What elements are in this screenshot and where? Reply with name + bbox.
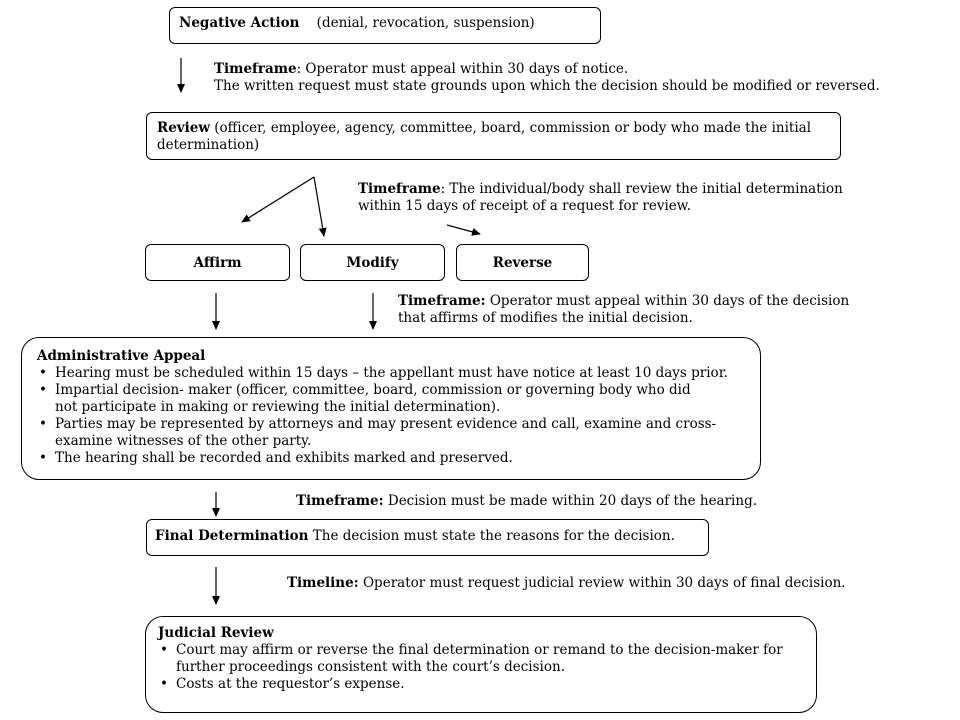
modify-box: Modify <box>300 244 445 281</box>
appeal-bullet: Parties may be represented by attorneys … <box>37 416 747 450</box>
judicial-bullet: Court may affirm or reverse the final de… <box>158 642 808 676</box>
timeline-5: Timeline: Operator must request judicial… <box>287 575 846 592</box>
final-determination-box: Final Determination The decision must st… <box>146 519 709 556</box>
administrative-appeal-box: Administrative Appeal Hearing must be sc… <box>21 337 761 480</box>
appeal-bullet: The hearing shall be recorded and exhibi… <box>37 450 747 467</box>
timeframe-1-label: Timeframe <box>214 61 297 77</box>
modify-label: Modify <box>346 254 399 271</box>
final-determination-text: The decision must state the reasons for … <box>308 528 675 544</box>
timeline-5-text: Operator must request judicial review wi… <box>358 575 846 591</box>
judicial-review-title: Judicial Review <box>158 625 274 641</box>
review-title: Review <box>157 120 210 136</box>
reverse-box: Reverse <box>456 244 589 281</box>
judicial-bullet: Costs at the requestor’s expense. <box>158 676 808 693</box>
appeal-bullet: Hearing must be scheduled within 15 days… <box>37 365 747 382</box>
negative-action-detail: (denial, revocation, suspension) <box>316 15 535 31</box>
timeframe-2-label: Timeframe <box>358 181 441 197</box>
timeframe-3-line2: that affirms of modifies the initial dec… <box>398 310 693 326</box>
administrative-appeal-list: Hearing must be scheduled within 15 days… <box>37 365 747 467</box>
timeframe-3-label: Timeframe: <box>398 293 486 309</box>
timeline-5-label: Timeline: <box>287 575 359 591</box>
timeframe-4: Timeframe: Decision must be made within … <box>296 493 757 510</box>
timeframe-3-line1: Operator must appeal within 30 days of t… <box>485 293 850 309</box>
negative-action-title: Negative Action <box>179 15 300 31</box>
review-box: Review (officer, employee, agency, commi… <box>146 112 841 160</box>
timeframe-2: Timeframe: The individual/body shall rev… <box>358 181 843 215</box>
arrow-review-to-affirm <box>241 176 315 223</box>
arrow-review-to-modify <box>313 176 327 237</box>
review-line2: determination) <box>157 137 260 153</box>
negative-action-box: Negative Action (denial, revocation, sus… <box>169 7 601 44</box>
judicial-review-box: Judicial Review Court may affirm or reve… <box>145 616 817 713</box>
appeal-bullet: Impartial decision- maker (officer, comm… <box>37 382 747 416</box>
affirm-label: Affirm <box>193 254 242 271</box>
arrow-review-to-reverse <box>446 224 481 236</box>
timeframe-1: Timeframe: Operator must appeal within 3… <box>214 61 880 95</box>
affirm-box: Affirm <box>145 244 290 281</box>
timeframe-4-text: Decision must be made within 20 days of … <box>383 493 758 509</box>
reverse-label: Reverse <box>492 254 553 271</box>
timeframe-2-line1: : The individual/body shall review the i… <box>440 181 843 197</box>
timeframe-1-line2: The written request must state grounds u… <box>214 78 880 94</box>
timeframe-4-label: Timeframe: <box>296 493 384 509</box>
final-determination-title: Final Determination <box>155 528 309 544</box>
timeframe-1-line1: : Operator must appeal within 30 days of… <box>296 61 629 77</box>
review-line1: (officer, employee, agency, committee, b… <box>210 120 812 136</box>
timeframe-2-line2: within 15 days of receipt of a request f… <box>358 198 692 214</box>
judicial-review-list: Court may affirm or reverse the final de… <box>158 642 808 693</box>
timeframe-3: Timeframe: Operator must appeal within 3… <box>398 293 849 327</box>
administrative-appeal-title: Administrative Appeal <box>37 348 206 364</box>
